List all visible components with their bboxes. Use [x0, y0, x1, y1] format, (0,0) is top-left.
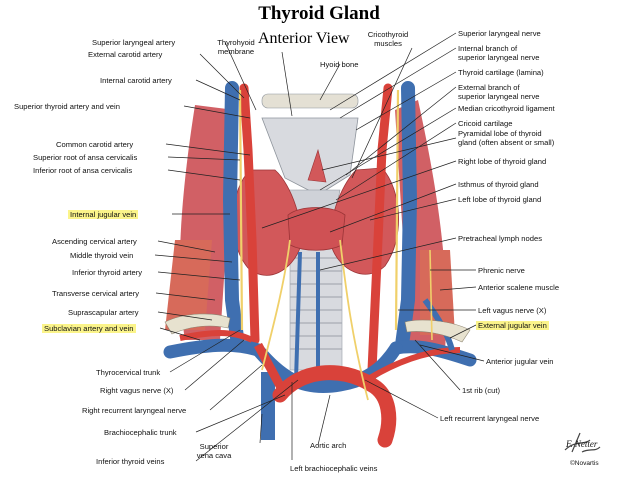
brachiocephalic-veins [251, 341, 403, 394]
label-isthmus-of-thyroid-gland: Isthmus of thyroid gland [458, 180, 539, 189]
label-internal-carotid-artery: Internal carotid artery [100, 76, 172, 85]
label-inferior-thyroid-veins: Inferior thyroid veins [96, 457, 165, 466]
label-right-recurrent-laryngeal-nerve: Right recurrent laryngeal nerve [82, 406, 187, 415]
label-left-lobe-of-thyroid-gland: Left lobe of thyroid gland [458, 195, 542, 204]
hyoid-bone [261, 93, 359, 109]
brachiocephalic-trunk [254, 342, 289, 398]
label-anterior-jugular-vein: Anterior jugular vein [486, 357, 554, 366]
right-scalene [420, 250, 455, 335]
label-median-cricothyroid-ligament: Median cricothyroid ligament [458, 104, 555, 113]
page-subtitle: Anterior View [258, 30, 350, 47]
vagus-nerves [238, 89, 400, 331]
label-right-lobe-of-thyroid-gland: Right lobe of thyroid gland [458, 157, 547, 166]
label-superior-laryngeal-artery: Superior laryngeal artery [92, 38, 176, 47]
label-hyoid-bone: Hyoid bone [320, 60, 359, 69]
signature: F. Netter [566, 439, 598, 449]
left-common-carotid [367, 83, 393, 375]
label-superior-root-of-ansa-cervicalis: Superior root of ansa cervicalis [33, 153, 138, 162]
label-cricoid-cartilage: Cricoid cartilage [458, 119, 513, 128]
label-thyroid-cartilage-lamina: Thyroid cartilage (lamina) [458, 68, 544, 77]
label-middle-thyroid-vein: Middle thyroid vein [70, 251, 134, 260]
label-suprascapular-artery: Suprascapular artery [68, 308, 139, 317]
label-aortic-arch: Aortic arch [310, 441, 347, 450]
inferior-thyroid-veins [294, 251, 320, 381]
label-ascending-cervical-artery: Ascending cervical artery [52, 237, 137, 246]
left-subclavian-artery [368, 347, 461, 381]
right-subclavian-vein [163, 338, 265, 359]
right-first-rib [164, 313, 231, 335]
thyroid-isthmus [287, 207, 346, 251]
aortic-arch [272, 365, 397, 448]
left-first-rib [404, 319, 471, 343]
page-title: Thyroid Gland [258, 3, 380, 24]
label-inferior-root-of-ansa-cervicalis: Inferior root of ansa cervicalis [33, 166, 133, 175]
label-common-carotid-artery: Common carotid artery [56, 140, 134, 149]
pyramidal-lobe [307, 148, 327, 183]
right-common-carotid [239, 83, 260, 345]
label-external-jugular-vein: External jugular vein [476, 321, 549, 330]
leader-lines [154, 41, 413, 462]
left-internal-jugular [395, 81, 418, 352]
label-left-recurrent-laryngeal-nerve: Left recurrent laryngeal nerve [440, 414, 540, 423]
label-external-carotid-artery: External carotid artery [88, 50, 163, 59]
label-thyrocervical-trunk: Thyrocervical trunk [96, 368, 161, 377]
leader-lines-right [261, 32, 485, 419]
label-subclavian-artery-and-vein: Subclavian artery and vein [42, 324, 136, 333]
label-inferior-thyroid-artery: Inferior thyroid artery [72, 268, 143, 277]
thyroid-cartilage [261, 117, 359, 196]
label-brachiocephalic-trunk: Brachiocephalic trunk [104, 428, 177, 437]
label-transverse-cervical-artery: Transverse cervical artery [52, 289, 140, 298]
label-phrenic-nerve: Phrenic nerve [478, 266, 525, 275]
right-internal-jugular [222, 81, 245, 352]
label-left-vagus-nerve-x: Left vagus nerve (X) [478, 306, 547, 315]
label-1st-rib-cut: 1st rib (cut) [462, 386, 500, 395]
label-pretracheal-lymph-nodes: Pretracheal lymph nodes [458, 234, 542, 243]
label-anterior-scalene-muscle: Anterior scalene muscle [478, 283, 560, 292]
copyright: ©Novartis [570, 460, 599, 467]
label-superior-thyroid-artery-and-vein: Superior thyroid artery and vein [14, 102, 120, 111]
left-scalene [165, 240, 212, 330]
label-right-vagus-nerve-x: Right vagus nerve (X) [100, 386, 174, 395]
label-left-brachiocephalic-veins: Left brachiocephalic veins [290, 464, 378, 473]
recurrent-laryngeal-nerves [261, 239, 369, 401]
netter-signature [564, 432, 601, 453]
phrenic-nerve [429, 249, 433, 341]
label-superior-laryngeal-nerve: Superior laryngeal nerve [458, 29, 541, 38]
label-internal-jugular-vein: Internal jugular vein [68, 210, 139, 219]
